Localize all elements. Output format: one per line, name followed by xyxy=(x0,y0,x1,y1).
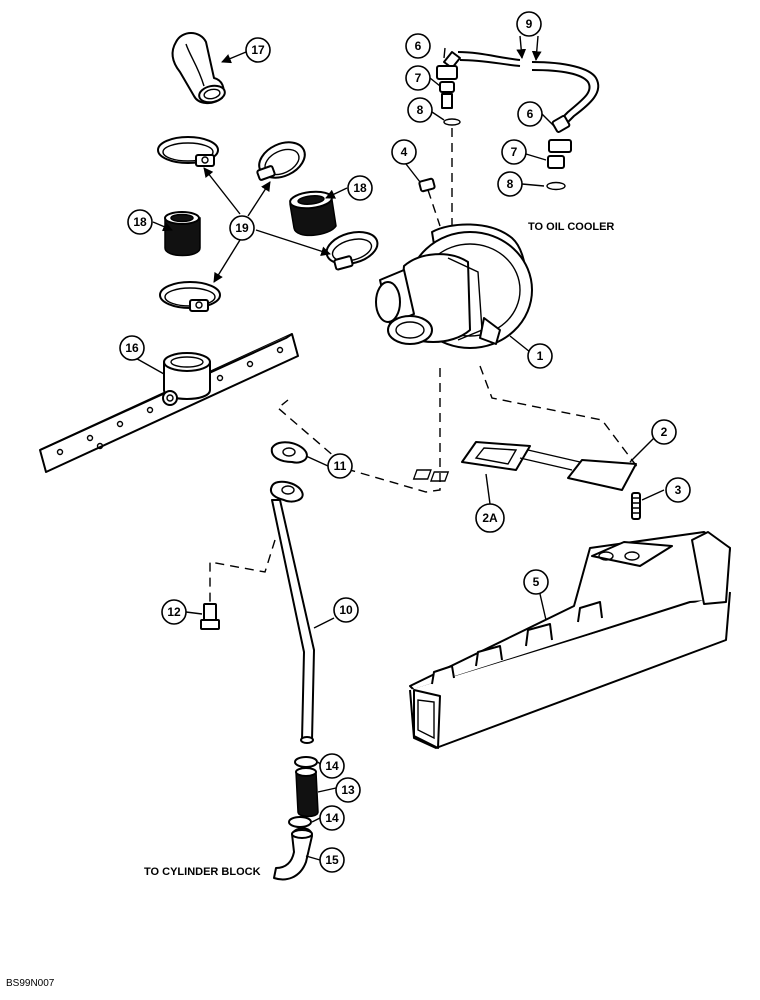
svg-text:17: 17 xyxy=(251,43,265,57)
drain-fitting-4 xyxy=(418,177,436,193)
callout-7-top: 7 xyxy=(405,65,431,91)
hose-clamp-19a xyxy=(157,136,219,167)
turbocharger-1 xyxy=(375,223,533,349)
gasket-2a xyxy=(461,441,531,471)
svg-text:6: 6 xyxy=(527,107,534,121)
water-manifold-16 xyxy=(39,333,299,473)
svg-text:2: 2 xyxy=(661,425,668,439)
callout-12: 12 xyxy=(161,599,187,625)
callout-6-top: 6 xyxy=(405,33,431,59)
to-oil-cooler-label: TO OIL COOLER xyxy=(528,221,614,233)
svg-text:5: 5 xyxy=(533,575,540,589)
callout-2a: 2A xyxy=(475,503,505,533)
svg-text:18: 18 xyxy=(353,181,367,195)
svg-text:14: 14 xyxy=(325,759,339,773)
svg-text:4: 4 xyxy=(401,145,408,159)
callout-18-right: 18 xyxy=(347,175,373,201)
svg-text:19: 19 xyxy=(235,221,249,235)
bolt-12 xyxy=(200,603,220,630)
svg-text:14: 14 xyxy=(325,811,339,825)
svg-text:9: 9 xyxy=(526,17,533,31)
svg-text:1: 1 xyxy=(537,349,544,363)
alignment-lines xyxy=(209,128,639,604)
callouts: 17 18 18 19 16 6 7 8 9 6 7 8 4 1 2 2A 3 … xyxy=(119,11,691,873)
callout-18-left: 18 xyxy=(127,209,153,235)
svg-text:8: 8 xyxy=(507,177,514,191)
callout-8-top: 8 xyxy=(407,97,433,123)
svg-text:15: 15 xyxy=(325,853,339,867)
hose-clamp-14-bottom xyxy=(288,816,312,828)
svg-text:8: 8 xyxy=(417,103,424,117)
hose-sleeve-18-left xyxy=(164,211,201,257)
oil-return-tube-10 xyxy=(270,480,315,744)
svg-text:13: 13 xyxy=(341,783,355,797)
elbow-hose-17 xyxy=(171,32,226,104)
svg-text:2A: 2A xyxy=(482,511,498,525)
stud-3 xyxy=(631,492,641,520)
figure-code: BS99N007 xyxy=(6,978,55,989)
callout-11: 11 xyxy=(327,453,353,479)
svg-text:3: 3 xyxy=(675,483,682,497)
hose-clamp-14-top xyxy=(294,756,318,768)
callout-13: 13 xyxy=(335,777,361,803)
callout-17: 17 xyxy=(245,37,271,63)
oil-supply-line xyxy=(436,51,600,191)
gasket-2 xyxy=(412,459,637,491)
svg-text:6: 6 xyxy=(415,39,422,53)
svg-text:16: 16 xyxy=(125,341,139,355)
callout-2: 2 xyxy=(651,419,677,445)
svg-text:18: 18 xyxy=(133,215,147,229)
callout-5: 5 xyxy=(523,569,549,595)
svg-text:7: 7 xyxy=(415,71,422,85)
svg-text:12: 12 xyxy=(167,605,181,619)
svg-text:7: 7 xyxy=(511,145,518,159)
callout-10: 10 xyxy=(333,597,359,623)
gasket-link-line xyxy=(519,457,573,471)
svg-text:10: 10 xyxy=(339,603,353,617)
callout-4: 4 xyxy=(391,139,417,165)
callout-6-bottom: 6 xyxy=(517,101,543,127)
callout-19: 19 xyxy=(229,215,255,241)
hose-clamp-19d xyxy=(159,281,221,312)
hose-13 xyxy=(295,767,319,818)
gasket-link-line xyxy=(527,449,581,463)
callout-16: 16 xyxy=(119,335,145,361)
callout-7-bottom: 7 xyxy=(501,139,527,165)
callout-14-bottom: 14 xyxy=(319,805,345,831)
callout-3: 3 xyxy=(665,477,691,503)
hose-sleeve-18-right xyxy=(289,190,337,237)
exhaust-manifold-5 xyxy=(409,531,731,749)
hose-clamp-19b xyxy=(256,141,306,181)
callout-8-bottom: 8 xyxy=(497,171,523,197)
callout-14-top: 14 xyxy=(319,753,345,779)
callout-9: 9 xyxy=(516,11,542,37)
hose-clamp-19c xyxy=(325,231,379,271)
elbow-tube-15 xyxy=(273,827,313,881)
leader-lines xyxy=(131,35,665,861)
gasket-11 xyxy=(270,441,308,464)
svg-text:11: 11 xyxy=(334,459,347,473)
callout-1: 1 xyxy=(527,343,553,369)
to-cylinder-block-label: TO CYLINDER BLOCK xyxy=(144,866,261,878)
callout-15: 15 xyxy=(319,847,345,873)
